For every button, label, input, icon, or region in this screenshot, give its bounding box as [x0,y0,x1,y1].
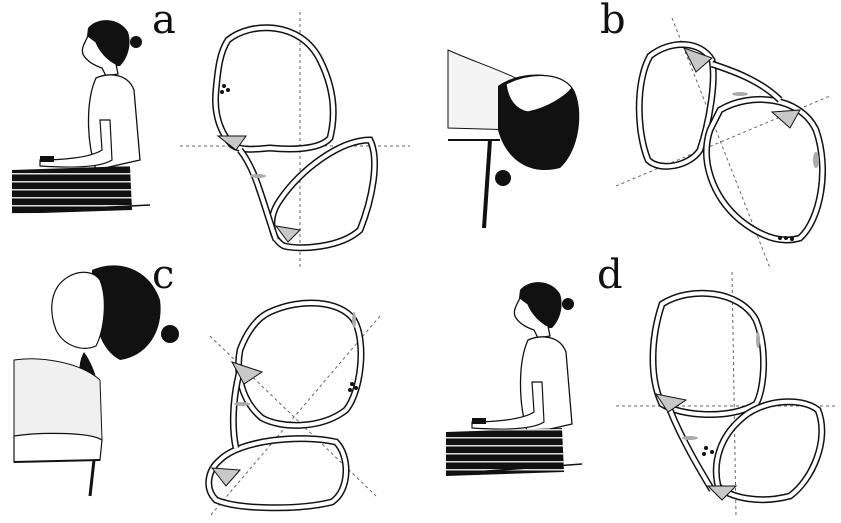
labyrinth-diagram-b [616,18,830,268]
labyrinth-diagram-d [616,272,836,516]
person-seated-upright-a [12,20,150,214]
person-head-extended-b [448,50,579,228]
labyrinth-diagram-c [209,303,380,516]
person-lying-c [14,265,179,496]
labyrinth-diagram-a [180,12,410,270]
person-seated-upright-d [446,282,582,476]
